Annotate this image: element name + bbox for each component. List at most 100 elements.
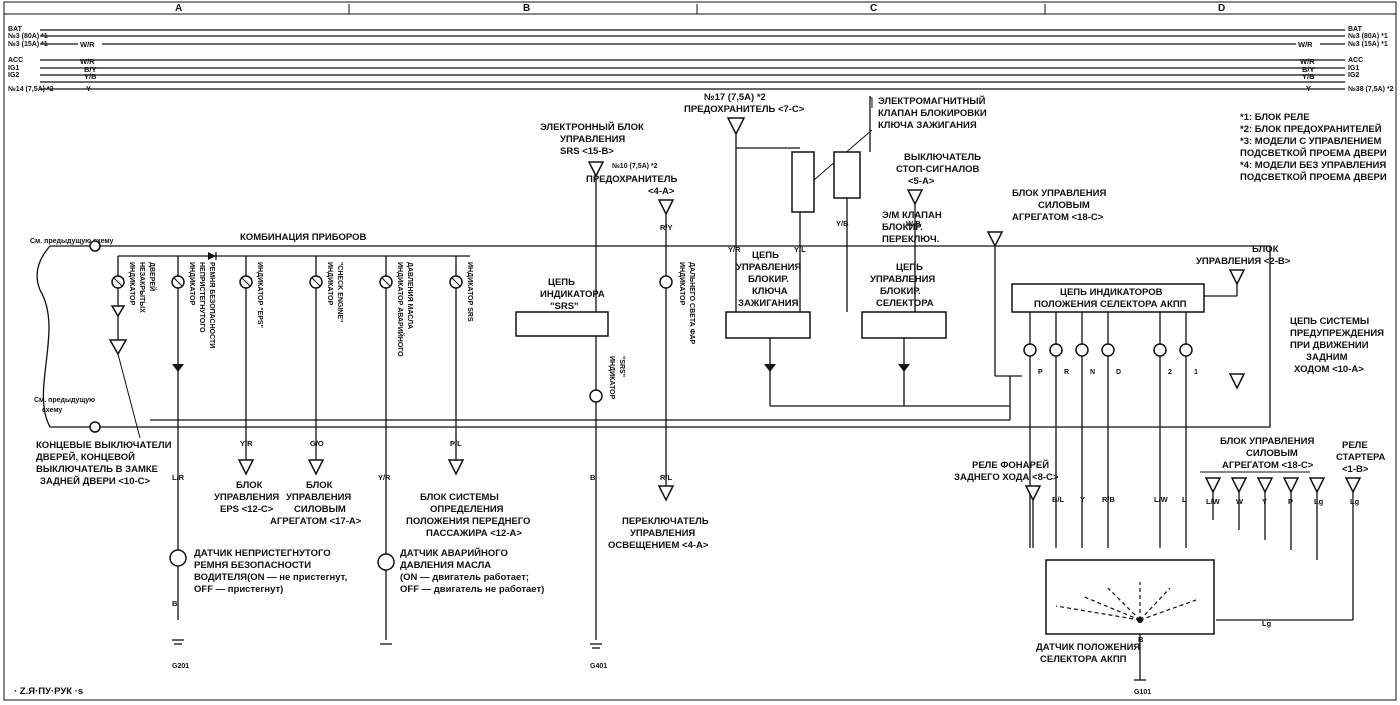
at-indicator-circuit-box: [1011, 283, 1205, 313]
bus-wire-wr-left: W/R: [80, 40, 95, 49]
pos-d: D: [1116, 369, 1121, 376]
lower-left-labels: КОНЦЕВЫЕ ВЫКЛЮЧАТЕЛИ ДВЕРЕЙ, КОНЦЕВОЙ ВЫ…: [36, 353, 709, 670]
pcm17-4: АГРЕГАТОМ <17-A>: [270, 516, 362, 527]
srs-ecu-1: ЭЛЕКТРОННЫЙ БЛОК: [540, 121, 644, 133]
zone-label-a: A: [175, 3, 182, 14]
lamp-icon: [659, 275, 673, 289]
wire-label: R/L: [660, 473, 673, 482]
fuse17-2: ПРЕДОХРАНИТЕЛЬ <7-C>: [684, 104, 805, 115]
zone-label-d: D: [1218, 3, 1225, 14]
bus-left-ig2: IG2: [8, 72, 19, 79]
connector-icon: [986, 231, 1004, 248]
solenoid-1: ЭЛЕКТРОМАГНИТНЫЙ: [878, 95, 986, 107]
bus-wire-y-r: Y: [1306, 84, 1311, 93]
bus-left-ig1: IG1: [8, 65, 19, 72]
selector-sensor-box: [1045, 559, 1215, 635]
bus-left-acc: ACC: [8, 57, 23, 64]
ign-5: ЗАЖИГАНИЯ: [738, 298, 799, 309]
stop-switch-2: СТОП-СИГНАЛОВ: [896, 164, 980, 175]
connector-icon: [906, 189, 924, 206]
ind-door-1: ИНДИКАТОР: [128, 262, 135, 306]
bus-wire-wr2: W/R: [80, 57, 95, 66]
bus-right-15a: №3 (15A) *1: [1348, 40, 1388, 48]
ground-g101: G101: [1134, 689, 1151, 696]
odp-1: БЛОК СИСТЕМЫ: [420, 492, 499, 503]
power-bus: BAT №3 (80A) *1 №3 (15A) *1 ACC IG1 IG2 …: [8, 26, 1394, 93]
wire-label: Y/R: [378, 473, 391, 482]
wire-label: Lg: [1350, 497, 1360, 506]
wire-label: Y: [1080, 495, 1085, 504]
connector-icon: [237, 459, 255, 476]
bus-right-fuse38: №38 (7,5A) *2: [1348, 85, 1394, 93]
door-switches-2: ДВЕРЕЙ, КОНЦЕВОЙ: [36, 451, 135, 463]
pcm17-3: СИЛОВЫМ: [294, 504, 346, 515]
ignition-lock-circuit: №17 (7,5A) *2 ПРЕДОХРАНИТЕЛЬ <7-C> ЦЕПЬ …: [684, 92, 815, 406]
ground-g201: G201: [172, 663, 189, 670]
wire-label: B/L: [1052, 495, 1065, 504]
ground-g401: G401: [590, 663, 607, 670]
srs-circuit-2: ИНДИКАТОРА: [540, 289, 605, 300]
ind-belt-3: РЕМНЯ БЕЗОПАСНОСТИ: [208, 262, 215, 348]
wire-label: L/W: [1154, 495, 1169, 504]
connector-icon: [1024, 485, 1042, 502]
fuse10-2: ПРЕДОХРАНИТЕЛЬ: [586, 174, 677, 185]
bus-wire-yb: Y/B: [84, 72, 97, 81]
wire-label: B: [590, 473, 596, 482]
oil-1: ДАТЧИК АВАРИЙНОГО: [400, 547, 508, 559]
ind-door-2: НЕЗАКРЫТЫХ: [138, 262, 145, 313]
bus-left-80a: №3 (80A) *1: [8, 32, 48, 40]
diode-icon: [172, 364, 184, 372]
oil-2: ДАВЛЕНИЯ МАСЛА: [400, 560, 491, 571]
bus-left-bat: BAT: [8, 26, 23, 33]
odp-3: ПОЛОЖЕНИЯ ПЕРЕДНЕГО: [406, 516, 530, 527]
stop-switch-1: ВЫКЛЮЧАТЕЛЬ: [904, 152, 981, 163]
note-1: *1: БЛОК РЕЛЕ: [1240, 112, 1310, 123]
wire-label: W-B: [906, 219, 921, 228]
bus-wire-by-r: B/Y: [1302, 65, 1315, 74]
ind-check-2: "CHECK ENGINE": [336, 262, 343, 322]
connector-icon: [108, 339, 128, 356]
connector-icon: [1308, 477, 1326, 494]
lamp-icon: [589, 389, 603, 403]
ind-oil-1: ИНДИКАТОР АВАРИЙНОГО: [396, 262, 405, 357]
pcm-bottom-3: АГРЕГАТОМ <18-C>: [1222, 460, 1314, 471]
bus-wire-wr-r2: W/R: [1300, 57, 1315, 66]
connector-icon: [587, 161, 605, 178]
pcm-bottom-1: БЛОК УПРАВЛЕНИЯ: [1220, 436, 1314, 447]
pos-1: 1: [1194, 369, 1198, 376]
rev-relay-2: ЗАДНЕГО ХОДА <8-C>: [954, 472, 1059, 483]
belt-4: OFF — пристегнут): [194, 584, 283, 595]
connector-icon: [1344, 477, 1362, 494]
ign-2: УПРАВЛЕНИЯ: [736, 262, 801, 273]
light-switch-1: ПЕРЕКЛЮЧАТЕЛЬ: [622, 516, 709, 527]
ign-4: КЛЮЧА: [752, 286, 788, 297]
fuse10-3: <4-A>: [648, 186, 675, 197]
warn-1: ЦЕПЬ СИСТЕМЫ: [1290, 316, 1369, 327]
bus-right-ig2: IG2: [1348, 72, 1359, 79]
starter-3: <1-B>: [1342, 464, 1369, 475]
starter-2: СТАРТЕРА: [1336, 452, 1386, 463]
note-5: *4: МОДЕЛИ БЕЗ УПРАВЛЕНИЯ: [1240, 160, 1386, 171]
starter-1: РЕЛЕ: [1342, 440, 1368, 451]
warn-5: ХОДОМ <10-A>: [1294, 364, 1364, 375]
bus-left-fuse14: №14 (7,5A) *2: [8, 85, 54, 93]
srs-ecu-2: УПРАВЛЕНИЯ: [560, 134, 625, 145]
connector-icon: [726, 117, 746, 136]
sel-3: БЛОКИР.: [880, 286, 921, 297]
pcm-top-1: БЛОК УПРАВЛЕНИЯ: [1012, 188, 1106, 199]
connector-icon: [1228, 269, 1246, 286]
pcm-top-3: АГРЕГАТОМ <18-C>: [1012, 212, 1104, 223]
see-previous-bottom-1: См. предыдущую: [34, 397, 95, 404]
bus-right-ig1: IG1: [1348, 65, 1359, 72]
srs-ecu-3: SRS <15-B>: [560, 146, 614, 157]
lower-right: РЕЛЕ ФОНАРЕЙ ЗАДНЕГО ХОДА <8-C> БЛОК УПР…: [954, 436, 1386, 696]
eps-2: УПРАВЛЕНИЯ: [214, 492, 279, 503]
belt-1: ДАТЧИК НЕПРИСТЕГНУТОГО: [194, 548, 331, 559]
pos-r: R: [1064, 369, 1069, 376]
note-2: *2: БЛОК ПРЕДОХРАНИТЕЛЕЙ: [1240, 123, 1382, 135]
door-switches-1: КОНЦЕВЫЕ ВЫКЛЮЧАТЕЛИ: [36, 440, 172, 451]
sel-4: СЕЛЕКТОРА: [876, 298, 934, 309]
oil-sensor-icon: [377, 553, 395, 571]
connector-icon: [447, 459, 465, 476]
note-6: ПОДСВЕТКОЙ ПРОЕМА ДВЕРИ: [1240, 171, 1387, 183]
